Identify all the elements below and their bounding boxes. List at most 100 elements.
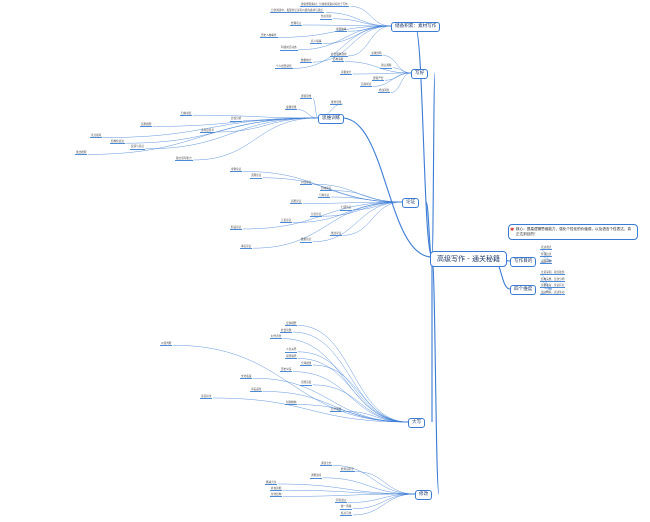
connector: [282, 493, 416, 497]
leaf-node[interactable]: 科技前沿动态: [280, 46, 298, 51]
branch-label: 大写: [412, 420, 422, 425]
leaf-node[interactable]: 反驳与论证: [130, 145, 145, 150]
connector: [87, 117, 319, 155]
leaf-node[interactable]: 核对引用: [340, 511, 353, 516]
leaf-node[interactable]: 搜索整理素材，分类积累素材库用于写作: [300, 3, 349, 8]
branch-material-bank[interactable]: 储备积累：素材写作: [391, 22, 441, 32]
leaf-node[interactable]: 优化结构: [270, 493, 283, 498]
leaf-node[interactable]: 日常阅读中，发现并记录有价值的素材与观点: [270, 9, 324, 14]
leaf-node[interactable]: 通读全文: [320, 462, 333, 467]
leaf-node[interactable]: 哲学思辨: [330, 407, 343, 412]
leaf-node[interactable]: 首尾呼应: [360, 83, 373, 88]
leaf-node[interactable]: 补充论据: [270, 486, 283, 491]
branch-label: 思维训练: [322, 116, 341, 121]
leaf-node[interactable]: 比喻论证: [320, 187, 333, 192]
branch-big-write[interactable]: 大写: [408, 418, 426, 428]
leaf-node[interactable]: 统一风格: [340, 505, 353, 510]
branch-thinking[interactable]: 思维训练: [318, 114, 345, 124]
leaf-node[interactable]: 论点提炼: [90, 134, 103, 139]
leaf-node[interactable]: 社会议题: [280, 328, 293, 333]
leaf-node[interactable]: 因果论证: [290, 200, 303, 205]
leaf-node[interactable]: 全球视角: [300, 361, 313, 366]
leaf-node[interactable]: 创新精神: [285, 401, 298, 406]
leaf-node[interactable]: 责任担当: [200, 394, 213, 399]
leaf-node[interactable]: 经典名言: [290, 21, 303, 26]
leaf-node[interactable]: 文化底蕴: [240, 374, 253, 379]
leaf-node[interactable]: 归纳总结: [180, 111, 193, 116]
connector: [302, 201, 403, 204]
leaf-node[interactable]: 逻辑思维: [300, 95, 313, 100]
leaf-node[interactable]: 多角度思考: [200, 128, 215, 133]
leaf-node[interactable]: 润色语言: [335, 499, 348, 504]
leaf-node[interactable]: 假设论证: [230, 225, 243, 230]
leaf-node[interactable]: 热点新闻: [320, 15, 333, 20]
leaf-node[interactable]: 名人轶事: [310, 40, 323, 45]
leaf-node[interactable]: 批判思维: [330, 100, 343, 105]
leaf-node[interactable]: 道理论证: [250, 174, 263, 179]
connector: [242, 201, 403, 230]
leaf-node[interactable]: 类比论证: [330, 232, 343, 237]
connector: [312, 201, 403, 242]
leaf-node[interactable]: 类比推理: [75, 151, 88, 156]
connector: [278, 25, 392, 38]
leaf-node[interactable]: 对比论证: [300, 180, 313, 185]
leaf-node[interactable]: 主题鲜明: [370, 52, 383, 57]
leaf-node[interactable]: 说服读者: [540, 259, 553, 264]
leaf-node[interactable]: 正反论证: [280, 219, 293, 224]
leaf-node[interactable]: 历史纵深: [280, 368, 293, 373]
connector: [192, 115, 319, 119]
leaf-node[interactable]: 比较分析: [230, 117, 243, 122]
branch-label: 四个维度: [514, 287, 533, 292]
connector: [212, 397, 409, 423]
leaf-node[interactable]: 价值判断: [160, 341, 173, 346]
leaf-node[interactable]: 传递信息: [540, 252, 553, 257]
leaf-node[interactable]: 分层论证: [310, 212, 323, 217]
leaf-node[interactable]: 数据论证: [300, 238, 313, 243]
leaf-node[interactable]: 宏观视野: [285, 322, 298, 327]
leaf-node[interactable]: 审美品位: [250, 388, 263, 393]
leaf-node[interactable]: 思想高度: [300, 381, 313, 386]
leaf-node[interactable]: 语言精炼，表达生动: [540, 290, 566, 295]
leaf-node[interactable]: 人文关怀: [285, 348, 298, 353]
branch-four-keys[interactable]: 四个维度: [510, 285, 537, 295]
leaf-node[interactable]: 举例论证: [230, 168, 243, 173]
branch-argument[interactable]: 论证: [402, 198, 420, 208]
leaf-node[interactable]: 事实论证: [240, 244, 253, 249]
leaf-node[interactable]: 归谬论证: [340, 206, 353, 211]
leaf-node[interactable]: 引用论证: [318, 193, 331, 198]
leaf-node[interactable]: 调整语序: [310, 474, 323, 479]
leaf-node[interactable]: 立意深刻，观点独到: [540, 271, 566, 276]
leaf-node[interactable]: 修改润色: [378, 89, 391, 94]
leaf-node[interactable]: 家国情怀: [285, 355, 298, 360]
branch-write[interactable]: 写好: [411, 69, 429, 79]
leaf-node[interactable]: 时代背景: [270, 335, 283, 340]
leaf-node[interactable]: 独立思考能力: [175, 156, 193, 161]
branch-purpose[interactable]: 写作目的: [510, 257, 537, 267]
leaf-node[interactable]: 因果推理: [140, 123, 153, 128]
leaf-node[interactable]: 数据统计: [300, 58, 313, 63]
leaf-node[interactable]: 案例故事: [335, 27, 348, 32]
leaf-node[interactable]: 检查错别字: [340, 468, 355, 473]
connector: [350, 6, 392, 27]
leaf-node[interactable]: 社会现象观察: [330, 52, 348, 57]
leaf-node[interactable]: 逻辑严密: [372, 76, 385, 81]
connector: [312, 364, 409, 423]
leaf-node[interactable]: 结构化表达: [110, 139, 125, 144]
leaf-node[interactable]: 语言通顺: [380, 64, 393, 69]
leaf-node[interactable]: 结构完整，层次分明: [540, 277, 566, 282]
leaf-node[interactable]: 历史人物事件: [260, 34, 278, 39]
connector: [298, 25, 392, 50]
leaf-node[interactable]: 个人经历感悟: [275, 65, 293, 70]
connector: [193, 117, 319, 161]
branch-revise[interactable]: 修改: [415, 490, 433, 500]
root-node[interactable]: 高级写作 - 通关秘籍: [430, 251, 507, 267]
leaf-node[interactable]: 表达观点: [540, 246, 553, 251]
leaf-node[interactable]: 发散思维: [285, 106, 298, 111]
leaf-node[interactable]: 论据充分: [340, 70, 353, 75]
connector: [292, 331, 409, 423]
leaf-node[interactable]: 结构清晰: [332, 58, 345, 63]
leaf-node[interactable]: 论据丰富，论证有力: [540, 284, 566, 289]
connector: [262, 177, 403, 203]
connector: [252, 378, 409, 423]
leaf-node[interactable]: 删减冗余: [265, 480, 278, 485]
